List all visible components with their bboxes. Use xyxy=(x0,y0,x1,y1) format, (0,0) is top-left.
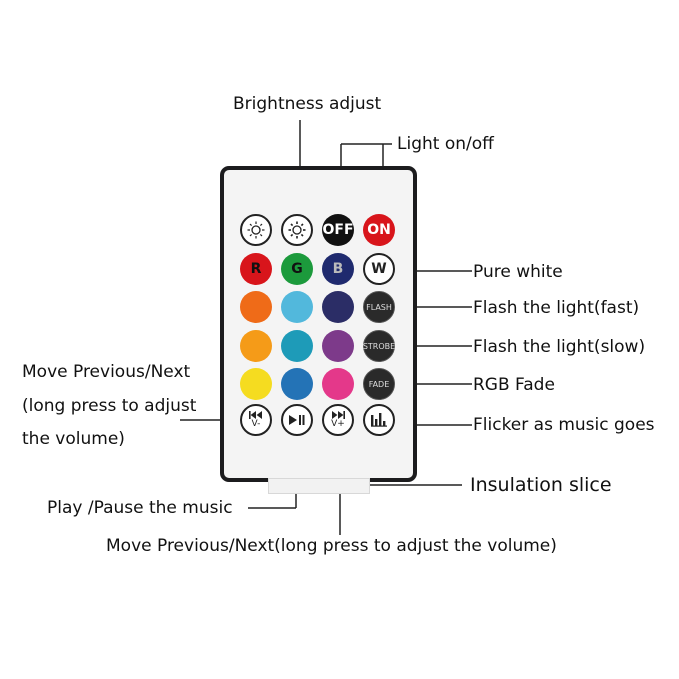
prev-next-left-line2: (long press to adjust xyxy=(22,396,197,416)
brightness-down-button[interactable] xyxy=(240,214,272,246)
play-pause-icon xyxy=(289,415,305,425)
blue-button[interactable]: B xyxy=(322,253,354,285)
white-label: W xyxy=(371,261,387,277)
color-button-orange[interactable] xyxy=(240,291,272,323)
color-button-pink[interactable] xyxy=(322,368,354,400)
brightness-adjust-label: Brightness adjust xyxy=(233,94,382,114)
on-button[interactable]: ON xyxy=(363,214,395,246)
equalizer-icon xyxy=(371,413,387,427)
prev-next-left-line1: Move Previous/Next xyxy=(22,362,191,382)
music-flicker-label: Flicker as music goes xyxy=(473,415,655,435)
off-label: OFF xyxy=(322,222,354,238)
pure-white-label: Pure white xyxy=(473,262,563,282)
play-pause-label: Play /Pause the music xyxy=(47,498,233,518)
flash-label: FLASH xyxy=(366,302,392,312)
blue-label: B xyxy=(332,261,344,277)
green-button[interactable]: G xyxy=(281,253,313,285)
next-volume-up-button[interactable]: V+ xyxy=(322,404,354,436)
color-button-purple[interactable] xyxy=(322,330,354,362)
play-pause-button[interactable] xyxy=(281,404,313,436)
rgb-fade-label: RGB Fade xyxy=(473,375,555,395)
color-button-amber[interactable] xyxy=(240,330,272,362)
insulation-slice xyxy=(268,478,370,494)
insulation-slice-label: Insulation slice xyxy=(470,474,612,496)
music-mode-button[interactable] xyxy=(363,404,395,436)
green-label: G xyxy=(291,261,303,277)
fade-label: FADE xyxy=(368,379,390,389)
prev-volume-down-button[interactable]: V- xyxy=(240,404,272,436)
fade-button[interactable]: FADE xyxy=(363,368,395,400)
color-button-blue[interactable] xyxy=(281,368,313,400)
bright-sun-icon xyxy=(288,221,306,239)
white-button[interactable]: W xyxy=(363,253,395,285)
prev-next-bottom-label: Move Previous/Next(long press to adjust … xyxy=(106,536,557,556)
color-button-navy[interactable] xyxy=(322,291,354,323)
dim-sun-icon xyxy=(247,221,265,239)
volume-up-label: V+ xyxy=(331,419,345,429)
red-button[interactable]: R xyxy=(240,253,272,285)
flash-slow-label: Flash the light(slow) xyxy=(473,337,646,357)
volume-down-label: V- xyxy=(251,419,261,429)
flash-fast-label: Flash the light(fast) xyxy=(473,298,640,318)
strobe-button[interactable]: STROBE xyxy=(363,330,395,362)
off-button[interactable]: OFF xyxy=(322,214,354,246)
brightness-up-button[interactable] xyxy=(281,214,313,246)
prev-track-icon xyxy=(249,411,262,419)
prev-next-left-line3: the volume) xyxy=(22,429,125,449)
color-button-light-blue[interactable] xyxy=(281,291,313,323)
on-label: ON xyxy=(367,222,391,238)
flash-button[interactable]: FLASH xyxy=(363,291,395,323)
next-track-icon xyxy=(332,411,345,419)
color-button-teal[interactable] xyxy=(281,330,313,362)
red-label: R xyxy=(250,261,262,277)
strobe-label: STROBE xyxy=(362,341,396,351)
color-button-yellow[interactable] xyxy=(240,368,272,400)
light-on-off-label: Light on/off xyxy=(397,134,494,154)
